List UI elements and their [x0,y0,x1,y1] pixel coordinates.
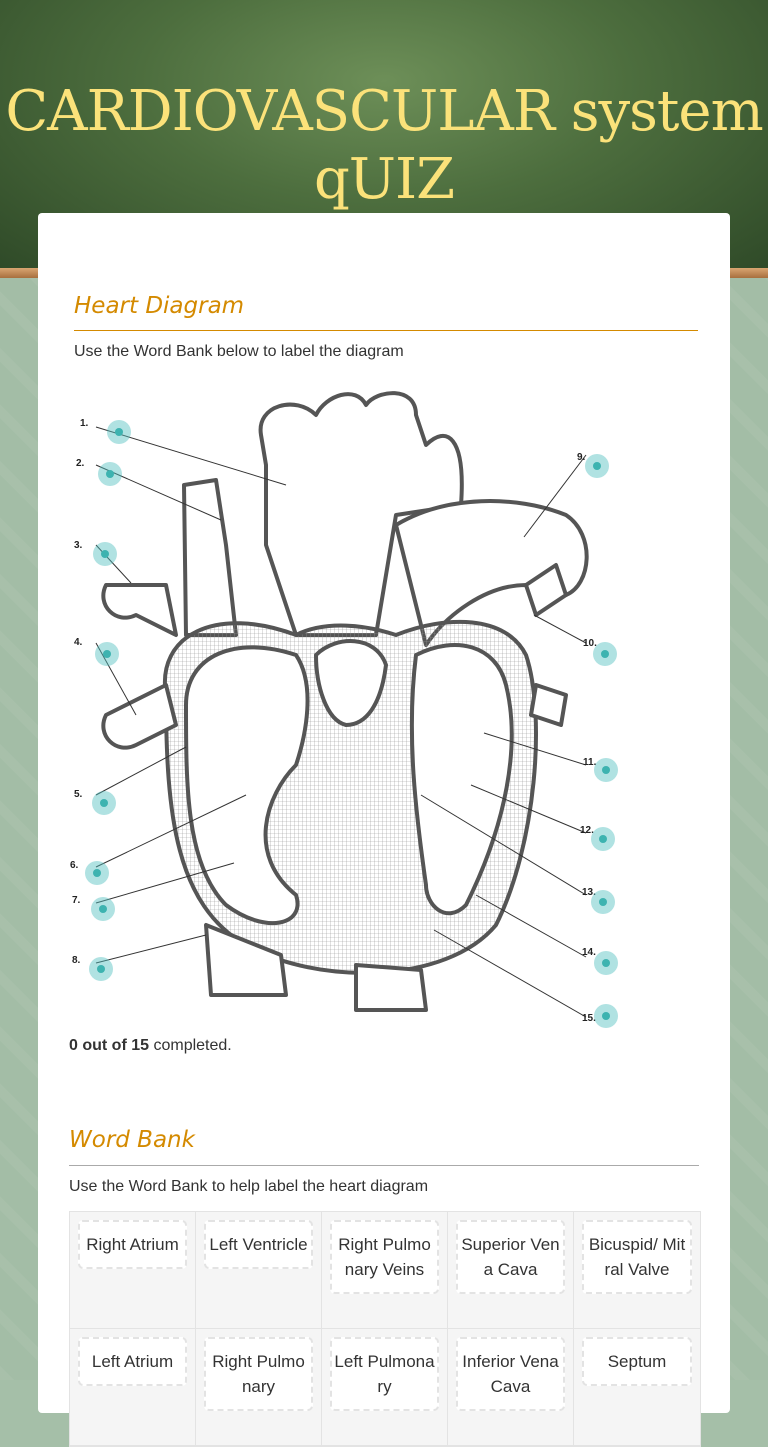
word-bank-cell: Left Pulmonary [322,1329,448,1446]
hotspot-14[interactable] [594,951,618,975]
hotspot-9[interactable] [585,454,609,478]
label-number-13: 13. [582,887,596,898]
word-chip-left-pulmonary[interactable]: Left Pulmonary [330,1337,439,1411]
word-bank-cell: Inferior Vena Cava [448,1329,574,1446]
word-chip-right-pulmonary[interactable]: Right Pulmonary [204,1337,313,1411]
word-chip-superior-vena-cava[interactable]: Superior Vena Cava [456,1220,565,1294]
word-bank-cell: Left Ventricle [196,1212,322,1329]
label-number-10: 10. [583,638,597,649]
label-number-1: 1. [80,418,89,429]
label-number-12: 12. [580,825,594,836]
hotspot-3[interactable] [93,542,117,566]
word-chip-right-pulmonary-veins[interactable]: Right Pulmonary Veins [330,1220,439,1294]
heart-illustration [95,391,589,1018]
word-bank-cell: Left Atrium [70,1329,196,1446]
label-number-11: 11. [583,757,597,768]
hotspot-7[interactable] [91,897,115,921]
label-number-2: 2. [76,458,85,469]
word-chip-left-atrium[interactable]: Left Atrium [78,1337,187,1386]
label-number-5: 5. [74,789,83,800]
label-number-7: 7. [72,895,81,906]
progress-text: 0 out of 15 completed. [69,1037,232,1055]
word-bank-instructions: Use the Word Bank to help label the hear… [69,1178,429,1195]
label-number-15: 15. [582,1013,596,1024]
label-number-6: 6. [70,860,79,871]
hotspot-13[interactable] [591,890,615,914]
hotspot-8[interactable] [89,957,113,981]
label-number-8: 8. [72,955,81,966]
heart-diagram-heading: Heart Diagram [74,293,245,319]
word-chip-bicuspid-mitral-valve[interactable]: Bicuspid/ Mitral Valve [582,1220,692,1294]
word-bank-divider [69,1165,699,1166]
label-number-3: 3. [74,540,83,551]
word-chip-left-ventricle[interactable]: Left Ventricle [204,1220,313,1269]
word-chip-septum[interactable]: Septum [582,1337,692,1386]
heart-diagram: 1. 2. 3. 4. 5. 6. 7. 8. 9. 10. 11. 12. 1… [66,385,626,1035]
word-bank-heading: Word Bank [69,1127,195,1153]
hotspot-11[interactable] [594,758,618,782]
label-number-4: 4. [74,637,83,648]
label-number-9: 9. [577,452,586,463]
progress-suffix: completed. [149,1037,232,1054]
label-number-14: 14. [582,947,596,958]
hotspot-2[interactable] [98,462,122,486]
hotspot-10[interactable] [593,642,617,666]
word-bank-cell: Superior Vena Cava [448,1212,574,1329]
heart-instructions: Use the Word Bank below to label the dia… [74,343,404,360]
hotspot-15[interactable] [594,1004,618,1028]
word-bank-cell: Bicuspid/ Mitral Valve [574,1212,700,1329]
word-bank-cell: Right Pulmonary Veins [322,1212,448,1329]
hotspot-1[interactable] [107,420,131,444]
hotspot-12[interactable] [591,827,615,851]
word-bank-cell: Right Atrium [70,1212,196,1329]
hotspot-4[interactable] [95,642,119,666]
word-chip-right-atrium[interactable]: Right Atrium [78,1220,187,1269]
hotspot-6[interactable] [85,861,109,885]
word-bank-grid: Right Atrium Left Ventricle Right Pulmon… [69,1211,701,1447]
progress-count: 0 out of 15 [69,1037,150,1054]
word-bank-cell: Septum [574,1329,700,1446]
hotspot-5[interactable] [92,791,116,815]
heading-divider [74,330,698,331]
word-bank-cell: Right Pulmonary [196,1329,322,1446]
word-chip-inferior-vena-cava[interactable]: Inferior Vena Cava [456,1337,565,1411]
page-title: CARDIOVASCULAR system qUIZ [5,79,763,212]
